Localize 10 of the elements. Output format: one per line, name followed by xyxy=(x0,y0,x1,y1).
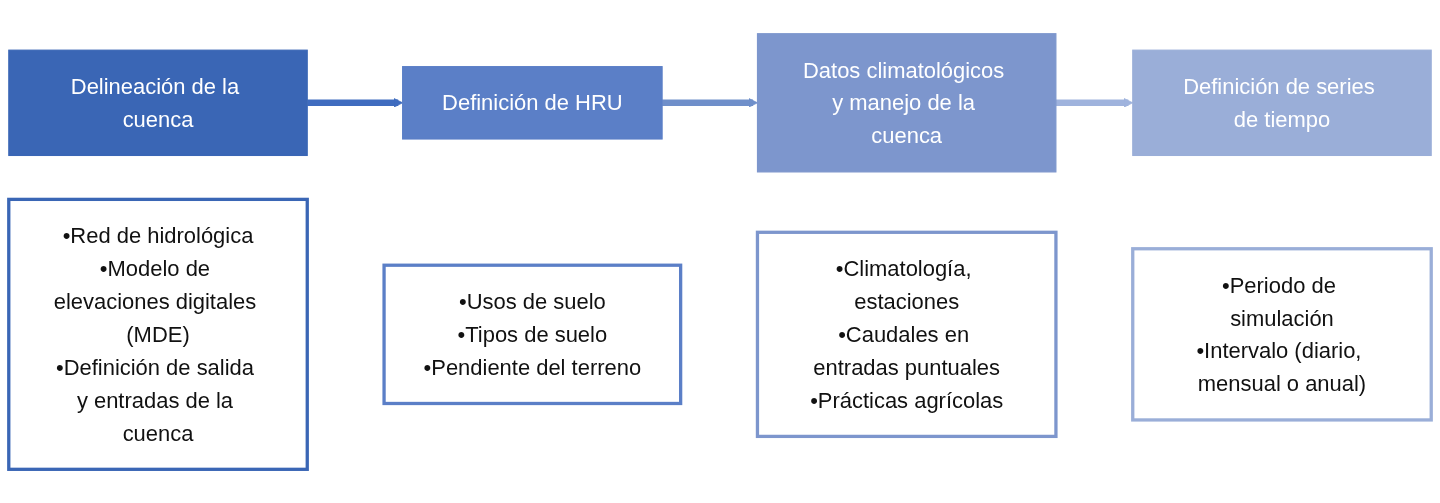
node-box: Datos climatológicos y manejo de la cuenca xyxy=(756,33,1057,173)
node-box: •Red de hidrológica •Modelo de elevaciones digitales (MDE) •Definición de salida y entradas de la cuenca xyxy=(7,197,309,471)
node-box: Delineación de la cuenca xyxy=(8,49,308,157)
arrow xyxy=(662,98,758,108)
arrow xyxy=(307,98,404,108)
node-box: •Periodo de simulación •Intervalo (diario, mensual o anual) xyxy=(1131,247,1433,422)
node-box: Definición de HRU xyxy=(402,66,663,140)
node-box: •Climatología, estaciones •Caudales en entradas puntuales •Prácticas agrícolas xyxy=(755,230,1058,439)
node-box: Definición de series de tiempo xyxy=(1132,49,1432,157)
node-box: •Usos de suelo •Tipos de suelo •Pendiente del terreno xyxy=(382,263,683,406)
